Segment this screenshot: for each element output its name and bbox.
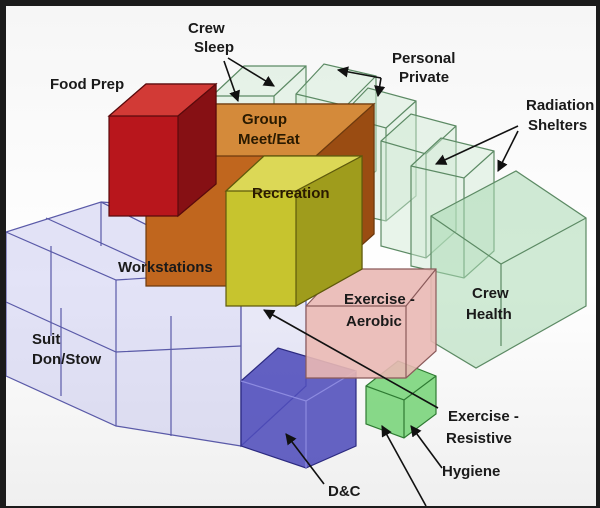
- hygiene-arrow: [410, 425, 443, 469]
- green-shell-group: [211, 63, 587, 369]
- radiation-shelter-arrow: [497, 130, 519, 173]
- crew-sleep-arrow: [223, 60, 240, 103]
- bottom-pointer-arrow: [381, 425, 427, 506]
- exercise-resistive-arrow: [263, 309, 439, 409]
- recreation-module: [224, 155, 363, 308]
- d-and-c-label: D&C: [328, 483, 361, 500]
- food-prep-module: [107, 82, 218, 218]
- exercise-aerobic-label: Exercise -Aerobic: [344, 291, 415, 330]
- radiation-shelter-arrow: [434, 125, 519, 165]
- crew-sleep-arrow: [227, 57, 275, 87]
- label-arrows: [223, 57, 519, 506]
- workstations-label: Workstations: [118, 259, 213, 276]
- food-prep-label: Food Prep: [50, 76, 124, 93]
- personal-private-arrow: [336, 66, 382, 79]
- hygiene-label: Hygiene: [442, 463, 500, 480]
- recreation-label: Recreation: [252, 185, 330, 202]
- personal-private-arrow: [374, 77, 386, 98]
- d-and-c-arrow: [285, 433, 325, 485]
- exercise-resistive-label: Exercise -Resistive: [446, 408, 519, 447]
